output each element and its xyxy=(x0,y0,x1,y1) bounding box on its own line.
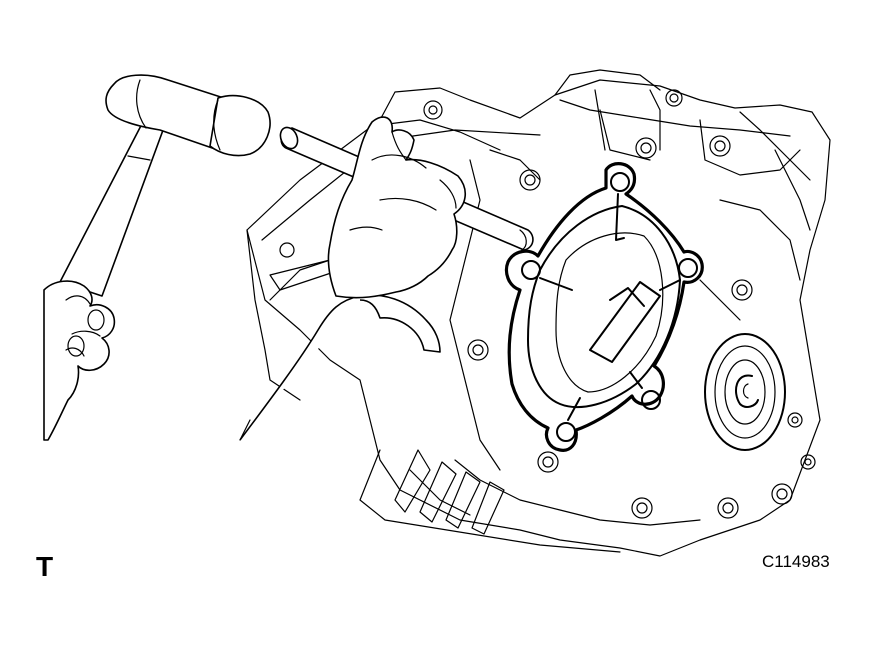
hammer xyxy=(59,74,271,297)
hand-holding-bar xyxy=(239,116,466,441)
figure-code: C114983 xyxy=(762,552,830,571)
oil-seal xyxy=(704,333,786,451)
hand-holding-hammer xyxy=(43,280,116,441)
transmission-case xyxy=(246,69,831,557)
figure-category-letter: T xyxy=(36,551,54,582)
case-bolts xyxy=(423,89,816,519)
bearing-retainer xyxy=(504,162,704,452)
